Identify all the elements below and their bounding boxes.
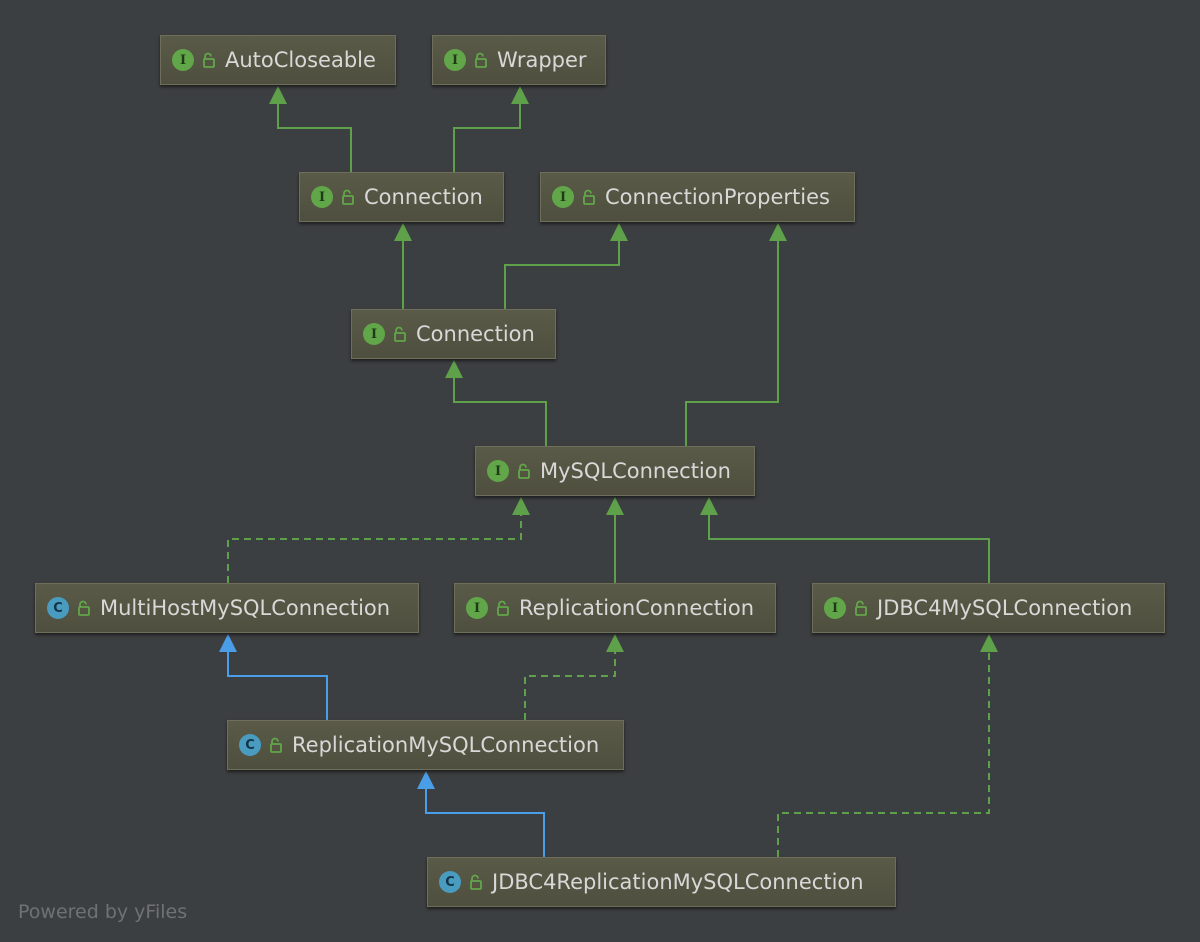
node-replication-connection[interactable]: I ReplicationConnection (454, 583, 776, 633)
public-access-icon (69, 600, 100, 616)
edge-arrowhead (512, 497, 530, 515)
edge-replication-connection-to-mysql-connection (606, 497, 624, 583)
class-icon: C (47, 597, 69, 619)
class-icon: C (439, 871, 461, 893)
node-multihost-mysql-connection[interactable]: C MultiHostMySQLConnection (35, 583, 419, 633)
public-access-icon (194, 52, 225, 68)
edge-arrowhead (394, 223, 412, 241)
interface-icon: I (444, 49, 466, 71)
node-jdbc4-mysql-connection[interactable]: I JDBC4MySQLConnection (812, 583, 1165, 633)
node-jdbc4-replication-mysql-connection[interactable]: C JDBC4ReplicationMySQLConnection (427, 857, 896, 907)
node-connection-mysql[interactable]: I Connection (351, 309, 556, 359)
powered-by-label: Powered by yFiles (18, 901, 188, 923)
edge-mysql-connection-to-connection-properties (685, 223, 787, 446)
interface-icon: I (363, 323, 385, 345)
interface-icon: I (466, 597, 488, 619)
node-label: MySQLConnection (540, 459, 731, 483)
edge-arrowhead (219, 634, 237, 652)
public-access-icon (333, 189, 364, 205)
public-access-icon (574, 189, 605, 205)
edge-arrowhead (417, 771, 435, 789)
node-replication-mysql-connection[interactable]: C ReplicationMySQLConnection (227, 720, 624, 770)
node-label: AutoCloseable (225, 48, 376, 72)
edge-line (227, 650, 328, 720)
interface-icon: I (552, 186, 574, 208)
edge-line (425, 787, 545, 857)
interface-icon: I (311, 186, 333, 208)
edge-arrowhead (606, 634, 624, 652)
edge-line (227, 513, 522, 583)
edge-arrowhead (445, 360, 463, 378)
node-autocloseable[interactable]: I AutoCloseable (160, 35, 396, 85)
node-label: Wrapper (497, 48, 587, 72)
node-mysql-connection[interactable]: I MySQLConnection (475, 446, 755, 496)
edge-connection-mysql-to-connection-properties (504, 223, 628, 309)
edge-arrowhead (606, 497, 624, 515)
public-access-icon (509, 463, 540, 479)
edge-replication-mysql-connection-to-multihost-mysql-connection (219, 634, 328, 720)
edge-replication-mysql-connection-to-replication-connection (524, 634, 624, 720)
node-connection-properties[interactable]: I ConnectionProperties (540, 172, 855, 222)
edge-arrowhead (269, 86, 287, 104)
node-wrapper[interactable]: I Wrapper (432, 35, 606, 85)
edge-arrowhead (700, 497, 718, 515)
edge-line (524, 650, 616, 720)
class-icon: C (239, 734, 261, 756)
edge-multihost-mysql-connection-to-mysql-connection (227, 497, 530, 583)
node-label: MultiHostMySQLConnection (100, 596, 391, 620)
public-access-icon (461, 874, 492, 890)
interface-icon: I (824, 597, 846, 619)
node-label: ReplicationMySQLConnection (292, 733, 600, 757)
node-label: Connection (364, 185, 483, 209)
edge-jdbc4-replication-mysql-connection-to-jdbc4-mysql-connection (777, 634, 998, 857)
edge-line (777, 650, 990, 857)
public-access-icon (846, 600, 877, 616)
interface-icon: I (487, 460, 509, 482)
node-label: ConnectionProperties (605, 185, 830, 209)
edge-connection-sql-to-wrapper (453, 86, 529, 172)
public-access-icon (385, 326, 416, 342)
edge-connection-sql-to-autocloseable (269, 86, 352, 172)
edge-line (453, 376, 547, 446)
edge-connection-mysql-to-connection-sql (394, 223, 412, 309)
node-connection-sql[interactable]: I Connection (299, 172, 504, 222)
edge-arrowhead (511, 86, 529, 104)
interface-icon: I (172, 49, 194, 71)
edge-line (685, 239, 779, 446)
public-access-icon (488, 600, 519, 616)
edge-jdbc4-replication-mysql-connection-to-replication-mysql-connection (417, 771, 545, 857)
public-access-icon (261, 737, 292, 753)
edge-mysql-connection-to-connection-mysql (445, 360, 547, 446)
edge-arrowhead (610, 223, 628, 241)
edge-line (504, 239, 620, 309)
edge-arrowhead (980, 634, 998, 652)
edge-jdbc4-mysql-connection-to-mysql-connection (700, 497, 990, 583)
node-label: JDBC4ReplicationMySQLConnection (492, 870, 864, 894)
edge-line (708, 513, 990, 583)
node-label: ReplicationConnection (519, 596, 755, 620)
edge-line (277, 102, 352, 172)
edge-arrowhead (769, 223, 787, 241)
node-label: JDBC4MySQLConnection (877, 596, 1133, 620)
node-label: Connection (416, 322, 535, 346)
edge-line (453, 102, 521, 172)
public-access-icon (466, 52, 497, 68)
